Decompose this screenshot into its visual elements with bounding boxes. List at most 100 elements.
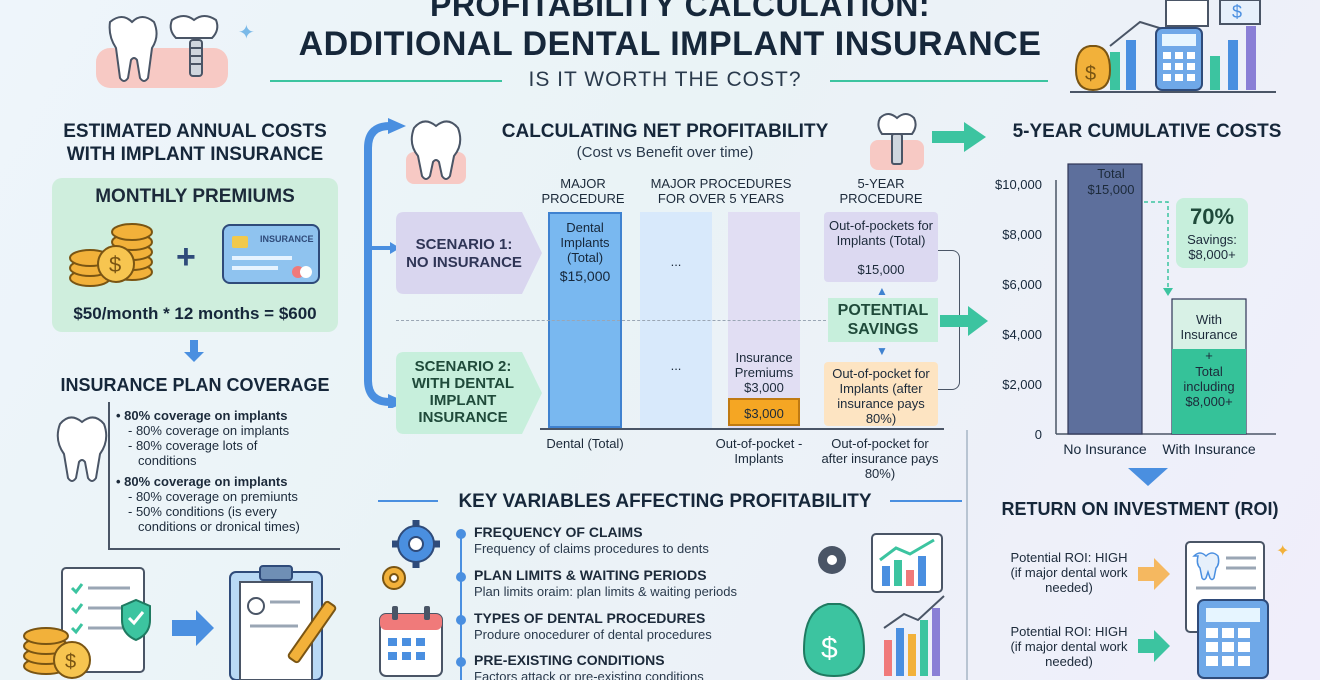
with-insurance-total: Total including $8,000+: [1183, 364, 1235, 409]
down-arrow-icon: [182, 340, 206, 364]
coins-icon: $: [66, 216, 158, 290]
key-var-item-4: PRE-EXISTING CONDITIONS Factors attack o…: [456, 652, 796, 680]
with-insurance-text: With Insurance: [1180, 312, 1238, 342]
right-arrow-icon: [932, 120, 988, 154]
no-insurance-total-label: Total: [1097, 166, 1125, 181]
coverage-item: conditions: [138, 453, 197, 468]
scenario-1-label: SCENARIO 1: NO INSURANCE: [406, 236, 522, 271]
key-var-desc: Plan limits oraim: plan limits & waiting…: [474, 584, 737, 599]
middle-title: CALCULATING NET PROFITABILITY: [501, 121, 829, 142]
no-insurance-total-value: $15,000: [1087, 182, 1135, 197]
premiums-box: $3,000: [728, 398, 800, 426]
timeline-dot: [456, 572, 466, 582]
down-arrow-small-icon: ▼: [876, 344, 888, 358]
key-vars-line-left: [378, 500, 438, 502]
sparkle-icon: ✦: [238, 22, 255, 44]
key-var-head: TYPES OF DENTAL PROCEDURES: [474, 610, 706, 626]
dashed-divider: [396, 320, 826, 321]
key-var-desc: Produre onocedurer of dental procedures: [474, 627, 712, 642]
right-section-title: 5-YEAR CUMULATIVE COSTS: [1012, 121, 1282, 142]
svg-text:✦: ✦: [1276, 543, 1289, 560]
key-vars-panel-line: [966, 430, 968, 680]
insurance-card-label: INSURANCE: [260, 234, 314, 244]
coverage-head: • 80% coverage on implants: [116, 474, 288, 489]
roi-arrow-1-icon: [1138, 556, 1172, 592]
card-stripe: [232, 266, 278, 270]
coverage-group-2: • 80% coverage on implants - 80% coverag…: [116, 474, 346, 534]
bottom-label-oop: Out-of-pocket - Implants: [715, 436, 803, 466]
bracket-arrow-left: [348, 118, 408, 408]
col-header-5yr: 5-YEAR PROCEDURE: [839, 176, 923, 206]
timeline-dot: [456, 615, 466, 625]
oop-bottom-label: Out-of-pocket for Implants (after insura…: [832, 366, 930, 426]
title-divider-left: [270, 80, 502, 82]
savings-dashed-arrow: [1144, 200, 1174, 296]
key-var-desc: Frequency of claims procedures to dents: [474, 541, 709, 556]
oop-top-box: [824, 212, 938, 282]
y-tick-label: $10,000: [995, 177, 1042, 192]
x-tick-label: No Insurance: [1063, 441, 1146, 457]
insurance-card-icon: INSURANCE: [222, 224, 320, 284]
baseline: [540, 428, 944, 430]
up-arrow-small-icon: ▲: [876, 284, 888, 298]
tooth-icon: [56, 412, 108, 484]
subtitle: IS IT WORTH THE COST?: [528, 68, 802, 91]
gear-icon: [376, 518, 442, 598]
coverage-item: - 80% coverage on implants: [128, 423, 290, 438]
svg-text:$: $: [109, 252, 121, 277]
coverage-item: - 80% coverage lots of: [128, 438, 258, 453]
y-tick-label: $8,000: [1002, 227, 1042, 242]
coverage-item: - 50% conditions (is every: [128, 504, 277, 519]
receipt-calculator-icon: ✦: [1176, 536, 1294, 680]
scenario-1-tag: SCENARIO 1: NO INSURANCE: [396, 212, 544, 294]
tooth-middle-icon: [406, 118, 466, 186]
svg-text:$: $: [65, 651, 76, 673]
coverage-group-1: • 80% coverage on implants - 80% coverag…: [116, 408, 346, 468]
title-line-1: PROFITABILITY CALCULATION:: [429, 0, 931, 23]
key-var-desc: Factors attack or pre-existing condition…: [474, 669, 704, 680]
bottom-label-after: Out-of-pocket for after insurance pays 8…: [821, 436, 939, 481]
y-tick-label: $6,000: [1002, 277, 1042, 292]
key-var-head: PLAN LIMITS & WAITING PERIODS: [474, 567, 707, 583]
premium-formula: $50/month * 12 months = $600: [73, 304, 317, 323]
key-var-item-1: FREQUENCY OF CLAIMS Frequency of claims …: [456, 524, 796, 557]
y-tick-label: 0: [1035, 427, 1042, 442]
ellipsis-top: ...: [670, 254, 682, 269]
premiums-label: Insurance Premiums: [734, 350, 794, 380]
key-var-item-3: TYPES OF DENTAL PROCEDURES Produre onoce…: [456, 610, 796, 643]
col-header-5yr-major: MAJOR PROCEDURES FOR OVER 5 YEARS: [650, 176, 792, 206]
potential-savings: POTENTIAL SAVINGS: [828, 298, 938, 342]
x-tick-label: With Insurance: [1162, 441, 1256, 457]
money-bag-chart-icon: $: [796, 530, 956, 680]
scenario-2-label: SCENARIO 2: WITH DENTAL IMPLANT INSURANC…: [411, 358, 515, 426]
y-tick-label: $2,000: [1002, 377, 1042, 392]
scenario-2-tag: SCENARIO 2: WITH DENTAL IMPLANT INSURANC…: [396, 352, 544, 434]
oop-top-value: $15,000: [857, 262, 905, 277]
middle-subtitle: (Cost vs Benefit over time): [576, 144, 754, 161]
with-insurance-plus: +: [1205, 348, 1213, 363]
roi-down-arrow-icon: [1128, 468, 1168, 488]
roi-arrow-2-icon: [1138, 628, 1172, 664]
calendar-icon: [378, 606, 444, 680]
svg-text:$: $: [1232, 2, 1242, 22]
roi-title: RETURN ON INVESTMENT (ROI): [1001, 499, 1279, 519]
key-var-head: FREQUENCY OF CLAIMS: [474, 524, 643, 540]
savings-pct: 70%: [1189, 204, 1235, 229]
coverage-box: [108, 402, 340, 550]
key-vars-line-right: [890, 500, 962, 502]
svg-text:$: $: [821, 632, 838, 665]
timeline-dot: [456, 529, 466, 539]
implant-middle-icon: [870, 110, 924, 172]
card-chip: [232, 236, 248, 248]
dental-bar-label: Dental Implants (Total): [560, 220, 610, 265]
svg-text:$: $: [1085, 63, 1096, 85]
coverage-item: - 80% coverage on premiunts: [128, 489, 298, 504]
premiums-value: $3,000: [744, 380, 784, 395]
oop-bottom-box: [824, 362, 938, 426]
title-divider-right: [830, 80, 1048, 82]
key-vars-timeline: [460, 534, 462, 680]
col-header-major: MAJOR PROCEDURE: [541, 176, 625, 206]
claim-documents-icon: $: [20, 560, 350, 680]
finance-header-icon: $ $: [1070, 0, 1290, 94]
